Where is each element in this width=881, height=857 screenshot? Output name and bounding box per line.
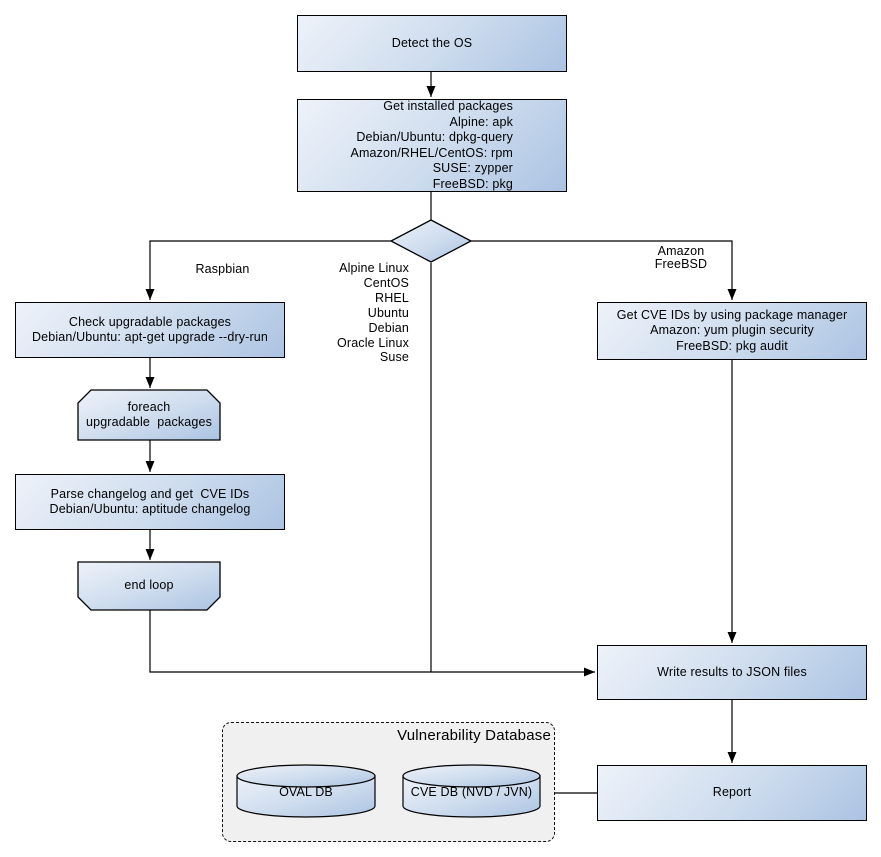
node-report: Report	[597, 765, 867, 821]
branch-label-middle-os-list: Alpine Linux CentOS RHEL Ubuntu Debian O…	[337, 261, 409, 365]
foreach-loop-shape	[77, 389, 221, 441]
node-check-upgradable-packages: Check upgradable packages Debian/Ubuntu:…	[15, 302, 285, 358]
branch-label-amazon-freebsd: Amazon FreeBSD	[654, 244, 708, 271]
node-parse-changelog: Parse changelog and get CVE IDs Debian/U…	[15, 474, 285, 530]
node-write-results-json: Write results to JSON files	[597, 645, 867, 700]
foreach-loop-label: foreach upgradable packages	[85, 399, 212, 430]
os-decision-diamond	[389, 219, 473, 263]
vulnerability-database-title: Vulnerability Database	[397, 727, 551, 744]
node-get-cve-ids: Get CVE IDs by using package manager Ama…	[597, 302, 867, 360]
end-loop-shape	[77, 561, 221, 611]
node-get-installed-packages: Get installed packages Alpine: apk Debia…	[297, 99, 567, 192]
vulnerability-database-container: Vulnerability Database	[222, 722, 555, 842]
branch-label-raspbian: Raspbian	[195, 262, 250, 276]
edge-endloop-to-write-results	[149, 610, 595, 677]
end-loop-label: end loop	[124, 578, 174, 593]
node-detect-os: Detect the OS	[297, 15, 567, 72]
